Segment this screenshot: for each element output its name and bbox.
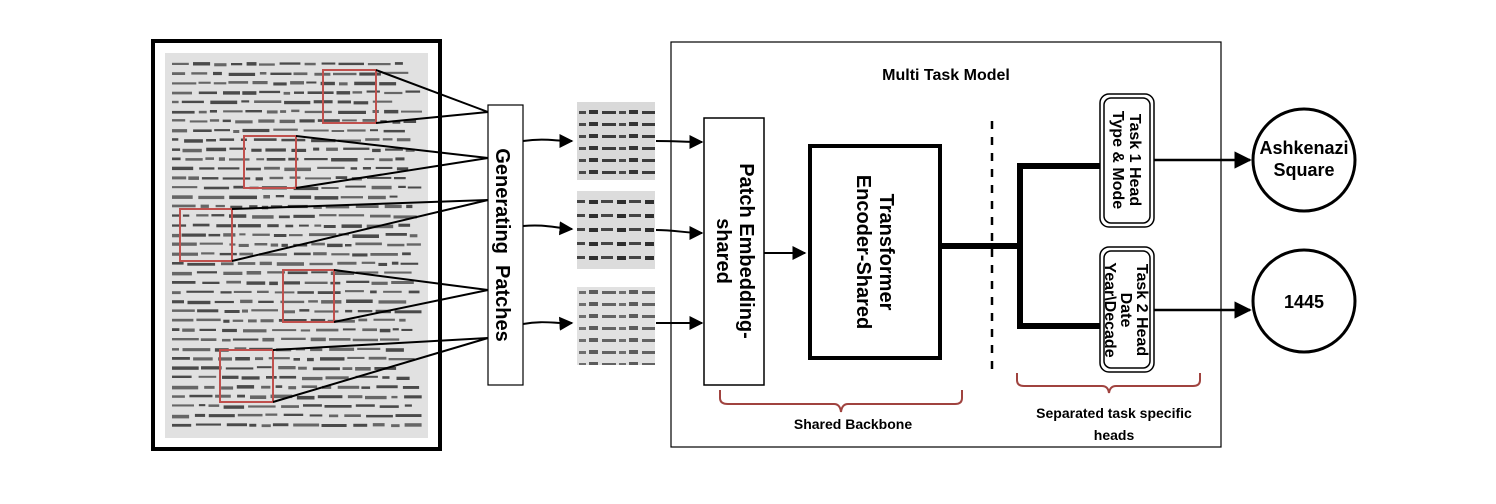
- output-type-line1: Ashkenazi: [1259, 138, 1348, 158]
- arrows-to-embedding: [655, 134, 704, 330]
- patch-image: [577, 191, 655, 269]
- manuscript-text-lines: [172, 62, 422, 428]
- output-type-circle: Ashkenazi Square: [1251, 107, 1357, 213]
- patch-connector-lines: [231, 69, 489, 403]
- transformer-label-line1: Transformer: [875, 194, 897, 311]
- head-connector: [942, 163, 1100, 329]
- patch-image: [577, 287, 655, 365]
- generating-patches-label: Generating Patches: [491, 148, 513, 341]
- task2-head-box: Task 2 Head Date Year\Decade: [1099, 246, 1155, 373]
- patch-image: [577, 102, 655, 180]
- shared-backbone-label: Shared Backbone: [794, 416, 912, 432]
- manuscript-image: [151, 39, 442, 451]
- patch-embedding-label-line2: shared: [712, 218, 734, 284]
- multi-task-model-frame: [670, 41, 1222, 448]
- output-date-circle: 1445: [1251, 248, 1357, 354]
- patch-embedding-label-line1: Patch Embedding-: [735, 163, 757, 339]
- task2-head-line3: Year\Decade: [1101, 262, 1118, 357]
- task1-head-line1: Task 1 Head: [1126, 114, 1143, 206]
- task2-head-line2: Date: [1117, 293, 1134, 328]
- patch-box: [282, 269, 335, 323]
- patch-box: [179, 208, 233, 262]
- patch-images: [577, 102, 655, 365]
- patch-box: [243, 135, 297, 189]
- transformer-label-line2: Encoder-Shared: [852, 175, 874, 329]
- task1-head-line2: Type & Mode: [1109, 111, 1126, 209]
- shared-backbone-brace: [719, 390, 963, 413]
- task2-head-line1: Task 2 Head: [1133, 264, 1150, 356]
- separated-heads-label-line1: Separated task specific: [1036, 405, 1192, 421]
- output-date-value: 1445: [1284, 292, 1324, 312]
- patch-box: [219, 349, 274, 403]
- arrows-to-patches: [522, 133, 574, 331]
- multi-task-model-title: Multi Task Model: [882, 67, 1010, 84]
- separated-heads-brace: [1016, 373, 1201, 394]
- patch-boxes: [179, 69, 377, 403]
- patch-box: [322, 69, 377, 124]
- patch-embedding-box: Patch Embedding- shared: [703, 117, 765, 386]
- output-type-line2: Square: [1273, 160, 1334, 180]
- separated-heads-label-line2: heads: [1094, 427, 1135, 443]
- transformer-encoder-box: Transformer Encoder-Shared: [808, 144, 942, 360]
- task1-head-box: Task 1 Head Type & Mode: [1099, 93, 1155, 228]
- generating-patches-box: Generating Patches: [487, 104, 524, 386]
